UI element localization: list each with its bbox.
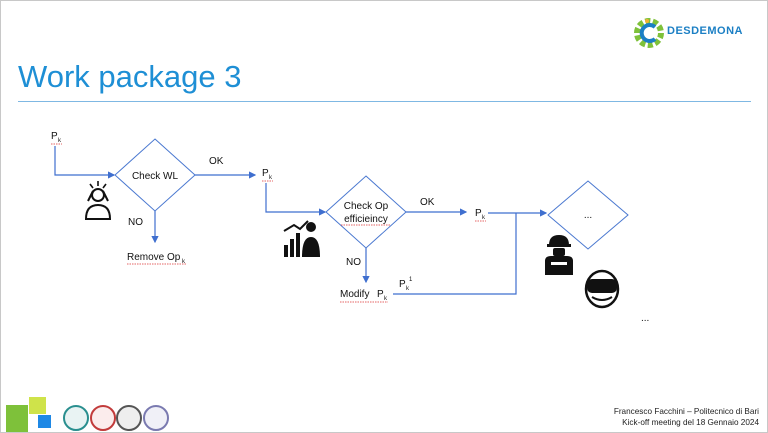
start-label: P [51,131,58,142]
p2-label: P [262,168,269,179]
no1-label: NO [128,217,143,228]
footer-event: Kick-off meeting del 18 Gennaio 2024 [622,418,759,427]
decor-square-green [6,405,28,432]
decor-square-yellow [29,397,46,414]
p3-label: P [475,208,482,219]
page-title: Work package 3 [18,59,242,94]
remove-label: Remove Op [127,252,181,263]
connector-modify-loop [393,213,517,295]
footer-author: Francesco Facchini – Politecnico di Bari [613,407,759,416]
desdemona-logo [634,18,664,48]
modify-label: Modify [340,289,369,300]
decision-3 [547,180,629,250]
decision3-label: ... [584,210,592,221]
decision2-line2: efficieincy [344,214,388,225]
decor-square-blue [38,415,51,428]
ok2-label: OK [420,197,435,208]
connector-p2-decision2 [265,183,327,216]
worker-tools-icon [545,235,573,275]
connector-start [54,146,116,179]
footer: Francesco Facchini – Politecnico di Bari… [614,406,759,428]
productivity-team-icon [283,220,320,257]
decision-check-op-efficiency [325,175,407,249]
pk1-label: P [399,279,406,290]
start-sub: k [58,138,62,144]
decision2-line1: Check Op [344,201,389,212]
ok1-label: OK [209,156,224,167]
remove-sub: k [182,259,186,265]
desdemona-gear-logo [634,18,664,48]
pk1-sup: 1 [409,277,413,283]
no2-label: NO [346,257,361,268]
ellipsis-bottom: ... [641,313,649,324]
partner-logo-1 [63,405,89,431]
title-divider [18,101,751,102]
decision-check-wl-label: Check WL [132,171,179,182]
pk1-sub: k [406,286,410,292]
stressed-worker-icon [84,181,112,220]
p3-sub: k [482,215,486,221]
vr-headset-icon [584,269,620,309]
partner-logo-2 [90,405,116,431]
modify-sub: k [384,296,388,302]
partner-logo-3 [116,405,142,431]
partner-logo-4 [143,405,169,431]
modify-p: P [377,289,384,300]
logo-text: DESDEMONA [667,25,744,37]
p2-sub: k [269,175,273,181]
